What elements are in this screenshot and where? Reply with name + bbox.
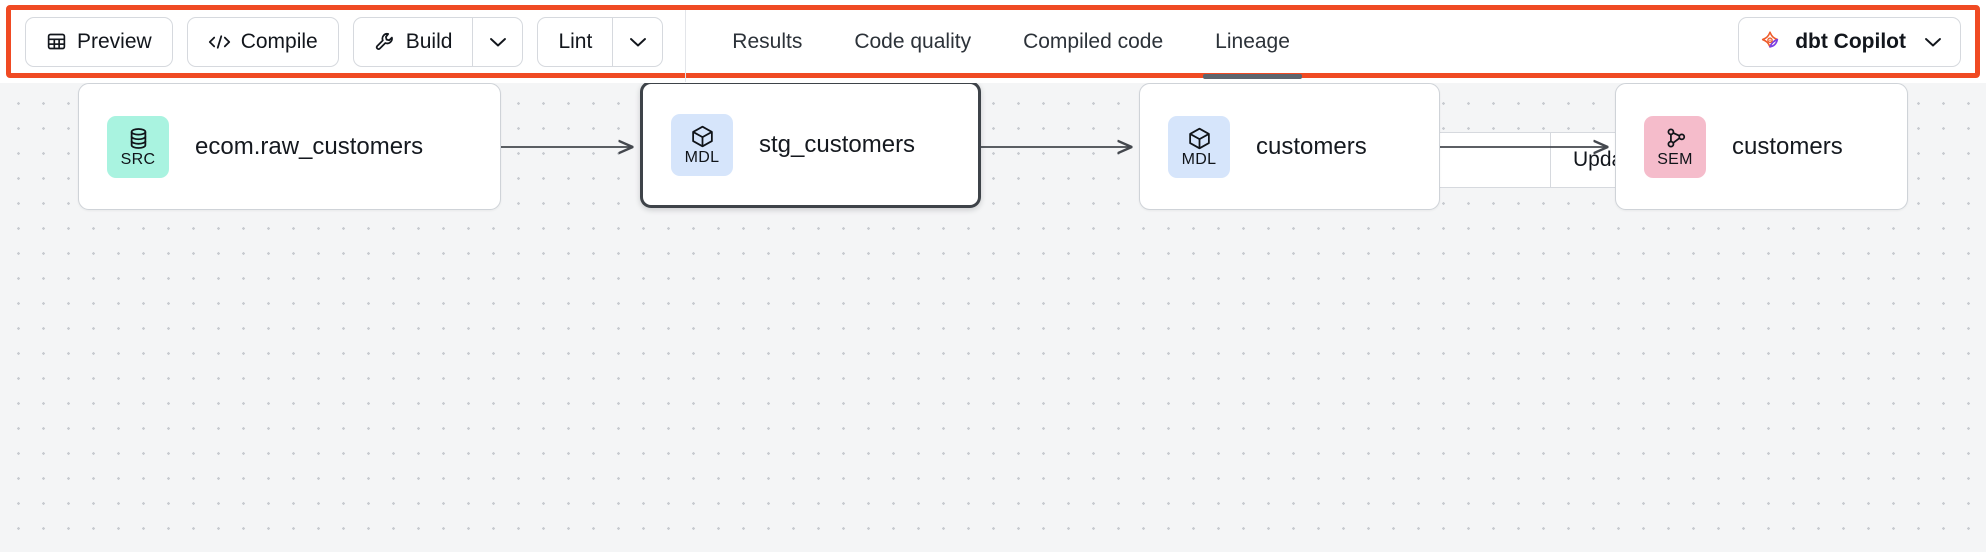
build-button-label: Build: [405, 29, 453, 53]
lineage-node-customers-semantic[interactable]: SEM customers: [1615, 83, 1908, 210]
lint-split-button[interactable]: Lint: [537, 16, 664, 67]
node-badge-src: SRC: [107, 115, 169, 178]
node-badge-mdl: MDL: [1168, 115, 1230, 178]
lineage-node-label: stg_customers: [759, 130, 916, 158]
table-icon: [46, 31, 67, 52]
node-badge-mdl-label: MDL: [1181, 150, 1217, 168]
lint-button[interactable]: Lint: [538, 18, 612, 66]
code-brackets-icon: [208, 32, 231, 52]
result-tabs: Results Code quality Compiled code Linea…: [706, 10, 1316, 79]
database-icon: [126, 126, 151, 151]
graph-nodes-icon: [1663, 126, 1688, 151]
lineage-node-stg-customers[interactable]: MDL stg_customers: [640, 83, 981, 208]
dbt-copilot-button[interactable]: dbt Copilot: [1738, 16, 1961, 67]
action-button-group: Preview Compile: [25, 16, 664, 67]
lineage-canvas[interactable]: Update Graph: [0, 83, 1986, 552]
lint-button-label: Lint: [558, 29, 593, 53]
cube-icon: [690, 124, 715, 149]
lineage-node-ecom-raw-customers[interactable]: SRC ecom.raw_customers: [78, 83, 501, 210]
tab-code-quality[interactable]: Code quality: [828, 10, 997, 73]
editor-toolbar: Preview Compile: [11, 10, 1975, 82]
node-badge-mdl-label: MDL: [684, 148, 720, 166]
lineage-edges: [501, 83, 1986, 552]
tab-lineage[interactable]: Lineage: [1189, 10, 1316, 79]
preview-button[interactable]: Preview: [25, 16, 173, 67]
cube-icon: [1187, 126, 1212, 151]
chevron-down-icon: [489, 36, 507, 48]
tab-lineage-label: Lineage: [1215, 29, 1290, 53]
build-dropdown-toggle[interactable]: [472, 17, 522, 66]
dbt-copilot-icon: [1757, 29, 1783, 55]
node-badge-sem: SEM: [1644, 115, 1706, 178]
compile-button-label: Compile: [240, 29, 318, 53]
toolbar-highlight-box: Preview Compile: [6, 5, 1980, 82]
tab-code-quality-label: Code quality: [854, 29, 972, 53]
lineage-node-label: ecom.raw_customers: [195, 132, 424, 160]
lint-dropdown-toggle[interactable]: [612, 17, 662, 66]
chevron-down-icon: [629, 36, 647, 48]
wrench-icon: [374, 31, 396, 53]
node-badge-sem-label: SEM: [1657, 150, 1693, 168]
lineage-node-customers-model[interactable]: MDL customers: [1139, 83, 1440, 210]
preview-button-label: Preview: [77, 29, 152, 53]
lineage-node-label: customers: [1732, 132, 1843, 160]
node-badge-src-label: SRC: [120, 150, 156, 168]
tab-results[interactable]: Results: [706, 10, 828, 73]
tab-compiled-code-label: Compiled code: [1023, 29, 1164, 53]
dbt-copilot-label: dbt Copilot: [1795, 29, 1906, 53]
build-split-button[interactable]: Build: [352, 16, 524, 67]
tab-compiled-code[interactable]: Compiled code: [997, 10, 1189, 73]
toolbar-divider: [685, 10, 687, 82]
lineage-node-label: customers: [1256, 132, 1367, 160]
compile-button[interactable]: Compile: [186, 16, 339, 67]
chevron-down-icon: [1924, 36, 1942, 48]
node-badge-mdl: MDL: [671, 113, 733, 176]
tab-results-label: Results: [732, 29, 803, 53]
build-button[interactable]: Build: [354, 18, 473, 66]
